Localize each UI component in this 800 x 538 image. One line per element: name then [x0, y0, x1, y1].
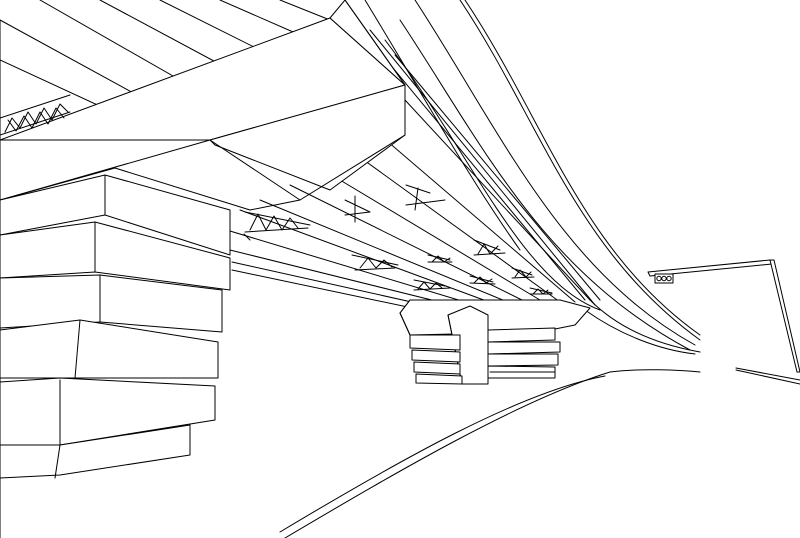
signal-light-2: [662, 276, 666, 280]
center-pier: [400, 300, 590, 384]
bracket-8: [512, 268, 534, 278]
deck-girder-lines: [0, 0, 600, 318]
truss-center: [244, 212, 310, 240]
bracket-3: [352, 255, 398, 270]
cross-beam: [0, 0, 405, 210]
bracket-4: [428, 255, 452, 262]
left-pier: [0, 20, 230, 538]
bracket-7: [470, 276, 495, 284]
center-pier-slabs: [410, 328, 560, 384]
road: [280, 368, 800, 538]
signal-light-1: [657, 276, 661, 280]
bracing-frames: [244, 185, 552, 294]
signal-light-3: [667, 276, 671, 280]
signal-gantry: [648, 260, 800, 372]
bracket-6: [414, 280, 450, 290]
bracket-1: [345, 196, 370, 222]
deck-edge-curves: [365, 0, 700, 354]
bracket-5: [474, 240, 505, 255]
bracket-9: [530, 288, 552, 294]
bracket-2: [406, 185, 445, 210]
truss-left: [0, 95, 70, 135]
